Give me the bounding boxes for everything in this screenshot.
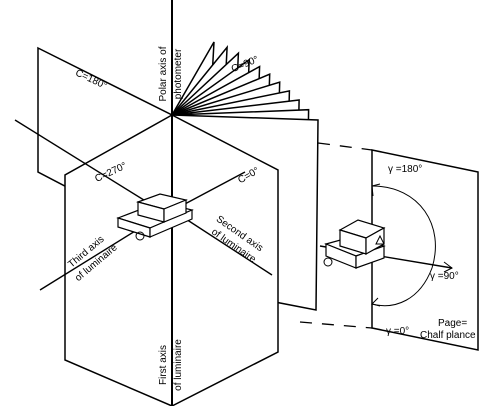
c270-direction-line bbox=[14, 119, 161, 211]
label-gamma90: γ =90° bbox=[430, 271, 459, 282]
luminaire-left-box-side bbox=[163, 199, 187, 223]
gamma-arc-arrow-bottom bbox=[371, 297, 381, 307]
label-page-line2: Chalf plance bbox=[420, 330, 476, 341]
gamma-arc bbox=[371, 185, 436, 307]
label-page-line1: Page= bbox=[438, 318, 467, 329]
c0-direction-line bbox=[182, 171, 246, 206]
gamma-90-arrow bbox=[443, 261, 453, 273]
third-axis-line bbox=[39, 227, 141, 291]
projection-dash-bottom bbox=[299, 321, 373, 329]
label-polar-axis-line2: photometer bbox=[173, 48, 184, 99]
gamma-arc-arrow-top bbox=[371, 183, 381, 197]
label-gamma180: γ =180° bbox=[388, 164, 422, 175]
luminaire-right-indicator bbox=[375, 234, 385, 245]
label-polar-axis-line1: Polar axis of bbox=[158, 46, 169, 101]
label-first-axis-line1: First axis bbox=[158, 345, 169, 385]
projection-dash-top bbox=[317, 142, 373, 151]
luminaire-right-knob bbox=[323, 257, 333, 267]
label-first-axis-line2: of luminaire bbox=[173, 339, 184, 391]
label-gamma0: γ =0° bbox=[386, 326, 409, 337]
luminaire-right bbox=[323, 219, 386, 269]
luminaire-left bbox=[116, 193, 194, 241]
luminaire-left-knob bbox=[135, 231, 145, 241]
